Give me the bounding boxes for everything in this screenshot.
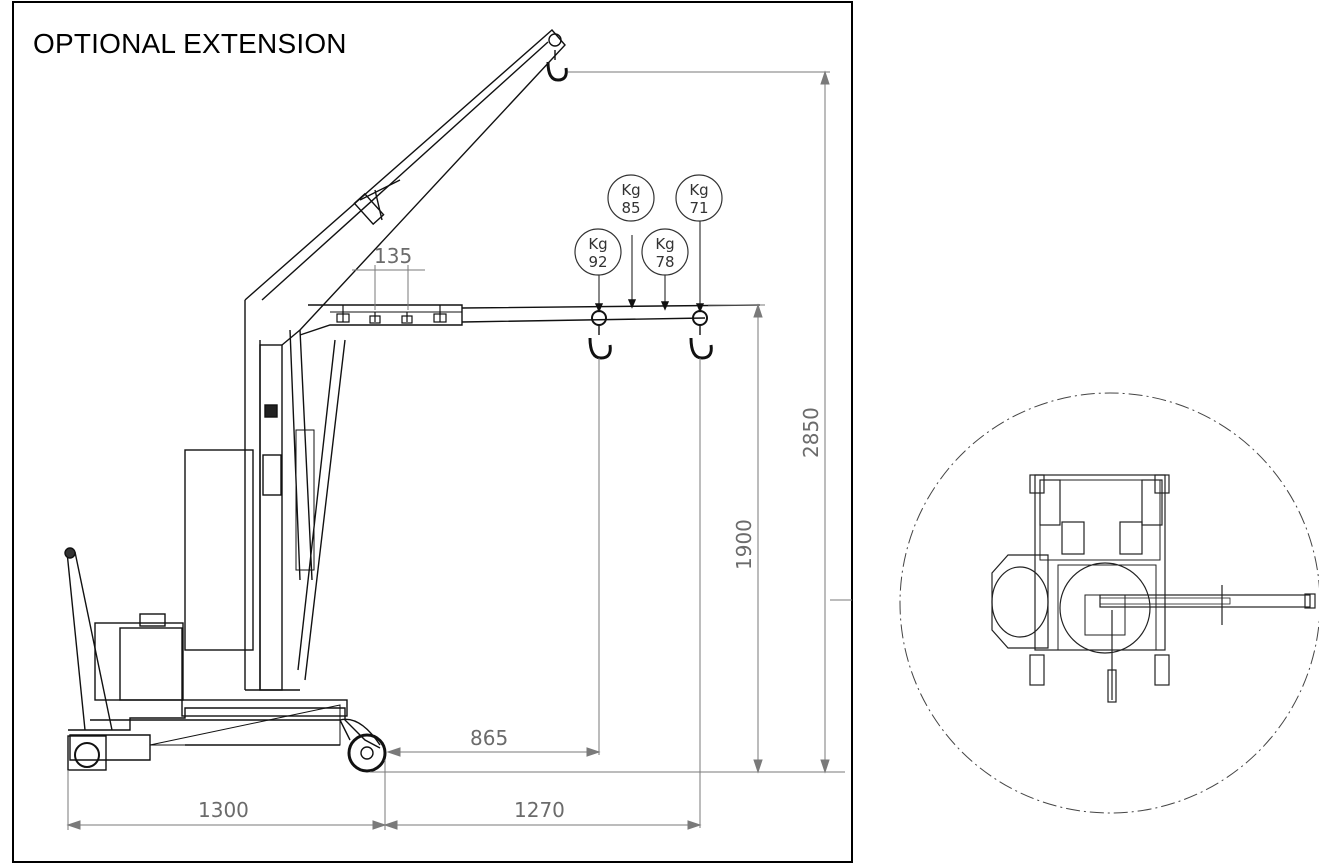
drawing-frame (12, 1, 853, 863)
load-bubble-92: Kg 92 (574, 228, 622, 276)
load-bubble-78: Kg 78 (641, 228, 689, 276)
load-unit: Kg (588, 235, 607, 253)
drawing-title: OPTIONAL EXTENSION (33, 28, 347, 59)
dimension-865: 865 (470, 726, 508, 750)
dimension-lines (66, 70, 852, 830)
crane-side-view (64, 29, 761, 773)
load-value: 78 (655, 253, 674, 271)
crane-top-view (899, 392, 1319, 814)
load-unit: Kg (621, 181, 640, 199)
load-bubbles: Kg 92 Kg 85 Kg 78 Kg 71 (574, 174, 723, 276)
load-value: 71 (689, 199, 708, 217)
load-bubble-85: Kg 85 (607, 174, 655, 222)
dimension-1300: 1300 (198, 798, 249, 822)
load-value: 85 (621, 199, 640, 217)
load-bubble-71: Kg 71 (675, 174, 723, 222)
load-value: 92 (588, 253, 607, 271)
dimension-1270: 1270 (514, 798, 565, 822)
dimension-2850: 2850 (799, 407, 823, 458)
load-unit: Kg (655, 235, 674, 253)
dimension-1900: 1900 (732, 519, 756, 570)
load-unit: Kg (689, 181, 708, 199)
dimension-135: 135 (374, 244, 412, 268)
